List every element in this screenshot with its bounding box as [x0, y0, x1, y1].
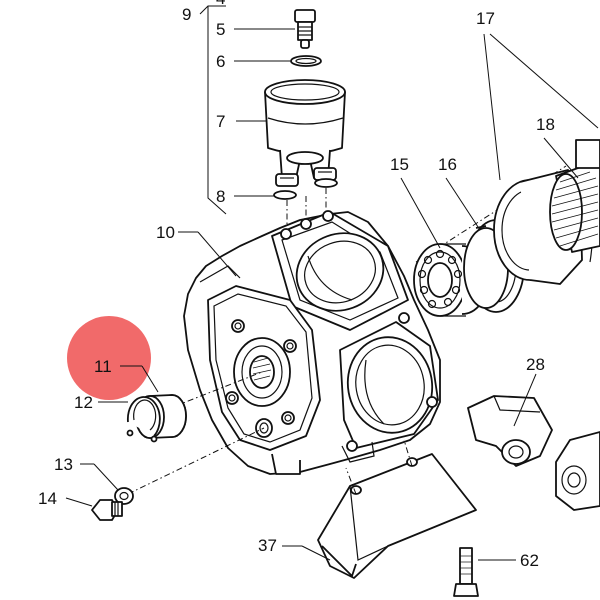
callout-13[interactable]: 13: [54, 455, 73, 474]
callout-62[interactable]: 62: [520, 551, 539, 570]
callout-7[interactable]: 7: [216, 112, 225, 131]
callout-10[interactable]: 10: [156, 223, 175, 242]
callout-17[interactable]: 17: [476, 9, 495, 28]
callout-4[interactable]: 4: [216, 0, 225, 8]
part-6-o-ring[interactable]: [290, 55, 322, 67]
callout-16[interactable]: 16: [438, 155, 457, 174]
part-28-connecting-rod[interactable]: [467, 395, 553, 467]
part-37-bracket[interactable]: [317, 453, 477, 579]
callout-8[interactable]: 8: [216, 187, 225, 206]
callout-9[interactable]: 9: [182, 5, 191, 24]
part-13-washer[interactable]: [114, 487, 134, 505]
highlight-marker[interactable]: [67, 316, 151, 400]
callout-6[interactable]: 6: [216, 52, 225, 71]
callout-15[interactable]: 15: [390, 155, 409, 174]
part-8-o-rings[interactable]: [273, 178, 338, 200]
part-5-fitting[interactable]: [294, 9, 316, 49]
callout-5[interactable]: 5: [216, 20, 225, 39]
part-18-shaft-gear[interactable]: [549, 139, 600, 253]
part-piston-partial[interactable]: [555, 431, 600, 511]
callout-28[interactable]: 28: [526, 355, 545, 374]
callout-12[interactable]: 12: [74, 393, 93, 412]
callout-18[interactable]: 18: [536, 115, 555, 134]
part-62-bolt[interactable]: [453, 547, 479, 597]
part-14-plug[interactable]: [91, 499, 123, 521]
callout-14[interactable]: 14: [38, 489, 57, 508]
part-10-pump-housing[interactable]: [183, 210, 441, 475]
bracket-9: [199, 5, 227, 215]
part-7-reservoir[interactable]: [264, 79, 346, 187]
callout-11[interactable]: 11: [94, 357, 112, 376]
part-12-circlip[interactable]: [126, 396, 161, 443]
callout-37[interactable]: 37: [258, 536, 277, 555]
